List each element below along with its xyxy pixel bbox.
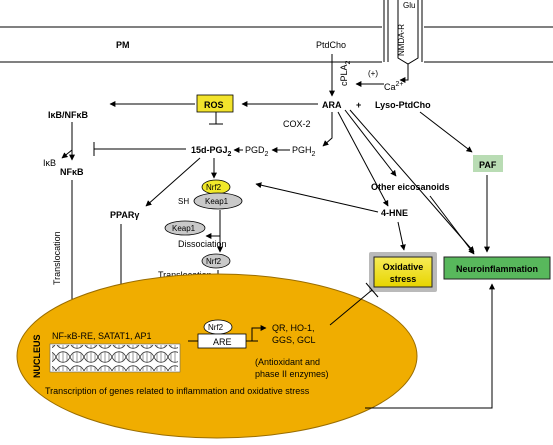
transcription-label: Transcription of genes related to inflam… xyxy=(45,386,310,396)
nucleus-title: NUCLEUS xyxy=(32,334,42,378)
pgh2-label: PGH2 xyxy=(292,145,316,158)
ikb-nfkb-label: IκB/NFκB xyxy=(48,110,89,120)
paf-label: PAF xyxy=(479,160,497,170)
hne-to-oxidative-arrow xyxy=(397,221,406,251)
ca-label: Ca2+ xyxy=(384,81,404,92)
neuroinflammation-label: Neuroinflammation xyxy=(456,264,538,274)
glu-label: Glu xyxy=(403,1,415,10)
nrf2-label-free: Nrf2 xyxy=(206,257,222,266)
plus-label: + xyxy=(356,100,361,110)
ros-label: ROS xyxy=(204,100,224,110)
nucleus-to-neuro-arrow xyxy=(365,283,495,409)
ptdcho-label: PtdCho xyxy=(316,40,346,50)
dna-helix xyxy=(52,345,178,371)
ikb-label: IκB xyxy=(43,158,56,168)
oxidative-stress-line2: stress xyxy=(390,274,417,284)
lyso-ptdcho-label: Lyso-PtdCho xyxy=(375,100,431,110)
nrf2-label-nucleus: Nrf2 xyxy=(208,323,224,332)
hne-label: 4-HNE xyxy=(381,208,408,218)
keap1-oval-bound xyxy=(193,192,243,210)
oxidative-stress-box xyxy=(373,256,433,288)
eicosanoids-to-neuro-arrow xyxy=(429,195,475,255)
dissociation-label: Dissociation xyxy=(178,239,227,249)
neuroinflammation-box xyxy=(443,256,551,280)
sh-label: SH xyxy=(178,197,189,206)
keap1-label-bound: Keap1 xyxy=(205,197,229,206)
ppar-label: PPARγ xyxy=(110,210,139,220)
are-box xyxy=(197,333,247,349)
keap1-oval-free xyxy=(164,220,206,236)
nucleus-inhibit-bar xyxy=(365,282,379,298)
pgj2-to-ppar-arrow xyxy=(145,157,201,207)
dissociation-arrow xyxy=(205,210,221,239)
enzymes-line1: (Antioxidant and xyxy=(255,357,320,367)
are-to-genes-arrow xyxy=(251,325,267,341)
other-eicosanoids-label: Other eicosanoids xyxy=(371,182,450,192)
ara-to-neuro-arrow xyxy=(349,109,475,253)
pm-label: PM xyxy=(116,40,130,50)
pgj2-label: 15d-PGJ2 xyxy=(191,145,232,158)
hne-to-nrf2-arrow xyxy=(255,182,379,213)
ara-to-hne-arrow xyxy=(337,111,389,207)
cox2-label: COX-2 xyxy=(283,119,311,129)
nmda-receptor: Glu NMDA-R xyxy=(383,0,423,65)
ros-box xyxy=(196,94,234,113)
ara-to-eicosanoids-arrow xyxy=(344,109,397,177)
nfkb-re-label: NF-κB-RE, SATAT1, AP1 xyxy=(52,331,152,341)
oxidative-stress-line1: Oxidative xyxy=(383,262,424,272)
plus-signal: (+) xyxy=(368,69,378,78)
ikb-release-arrow xyxy=(61,122,73,159)
nucleus-ellipse xyxy=(16,273,418,439)
lyso-to-paf-arrow xyxy=(419,111,473,153)
keap1-label-free: Keap1 xyxy=(172,224,196,233)
nrf2-oval-free xyxy=(201,253,231,269)
ara-label: ARA xyxy=(322,100,342,110)
nrf2-label-cytosol: Nrf2 xyxy=(206,183,222,192)
nmdar-label: NMDA-R xyxy=(397,24,406,56)
enzymes-line2: phase II enzymes) xyxy=(255,369,329,379)
nfkb-label: NFκB xyxy=(60,167,84,177)
pgd2-label: PGD2 xyxy=(245,145,269,158)
ara-to-pgh2-arrow xyxy=(322,112,333,147)
translocation-left-label: Translocation xyxy=(52,231,62,285)
are-label: ARE xyxy=(213,337,232,347)
cpla2-label: cPLA2 xyxy=(339,60,352,86)
ca-influx-arrow xyxy=(399,64,409,83)
genes-line2: GGS, GCL xyxy=(272,335,316,345)
genes-line1: QR, HO-1, xyxy=(272,323,315,333)
paf-box xyxy=(473,155,503,172)
nucleus-inhibit-line xyxy=(329,289,373,326)
